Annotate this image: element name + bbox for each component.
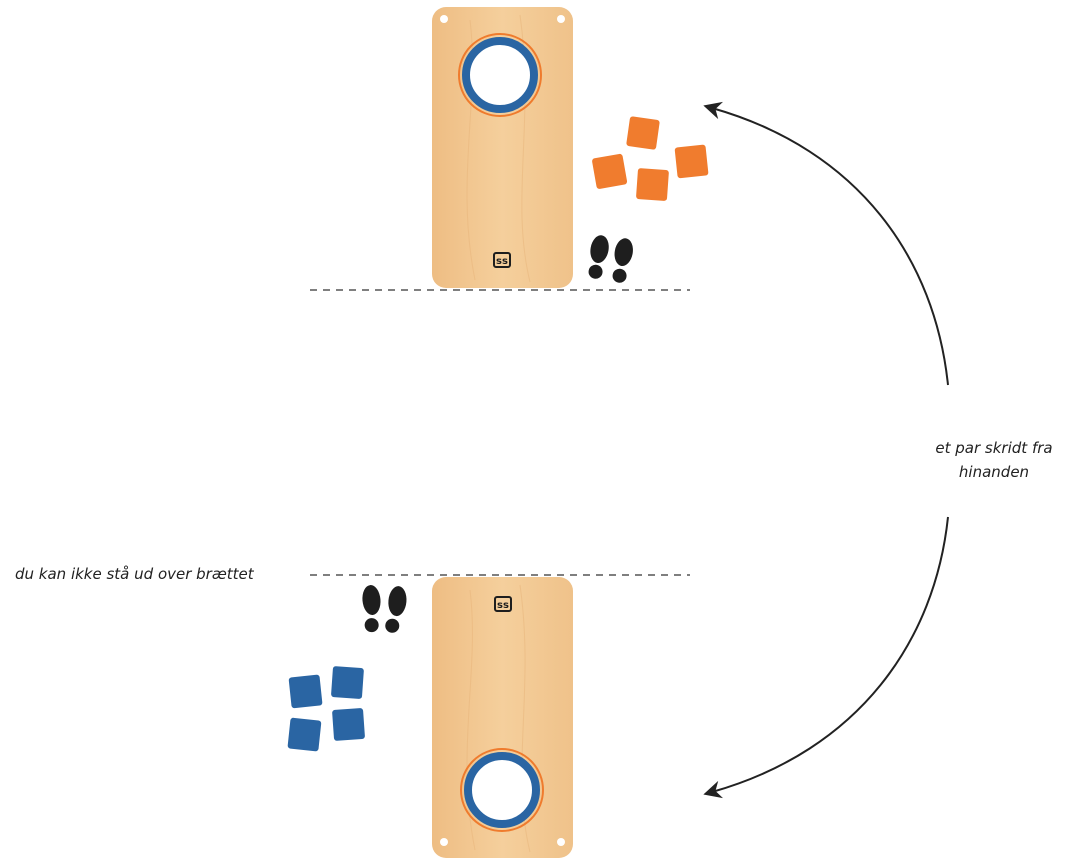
blue-bag — [287, 717, 322, 752]
bottom-board: ss — [432, 577, 573, 858]
corner-hole — [557, 15, 565, 23]
board-logo: ss — [493, 252, 511, 268]
distance-label-line2: hinanden — [959, 463, 1029, 481]
top-board: ss — [432, 7, 573, 288]
curved-arrow-icon — [703, 101, 949, 386]
orange-bag — [636, 168, 669, 201]
curved-arrow-icon — [703, 516, 949, 799]
blue-bag — [288, 674, 323, 709]
distance-label-line1: et par skridt fra — [935, 439, 1052, 457]
svg-text:ss: ss — [496, 256, 508, 267]
board-logo: ss — [494, 596, 512, 612]
orange-bag — [626, 116, 660, 150]
corner-hole — [440, 838, 448, 846]
target-hole — [458, 33, 542, 117]
blue-bag — [332, 708, 365, 741]
orange-bag — [674, 144, 709, 179]
foul-line-label: du kan ikke stå ud over brættet — [15, 565, 255, 583]
blue-bag — [331, 666, 364, 699]
corner-hole — [557, 838, 565, 846]
svg-text:ss: ss — [497, 600, 509, 611]
footprints-icon — [362, 585, 407, 633]
footprints-icon — [588, 235, 633, 283]
corner-hole — [440, 15, 448, 23]
orange-bags — [592, 116, 709, 201]
target-hole — [460, 748, 544, 832]
orange-bag — [592, 153, 628, 189]
blue-bags — [287, 666, 365, 752]
